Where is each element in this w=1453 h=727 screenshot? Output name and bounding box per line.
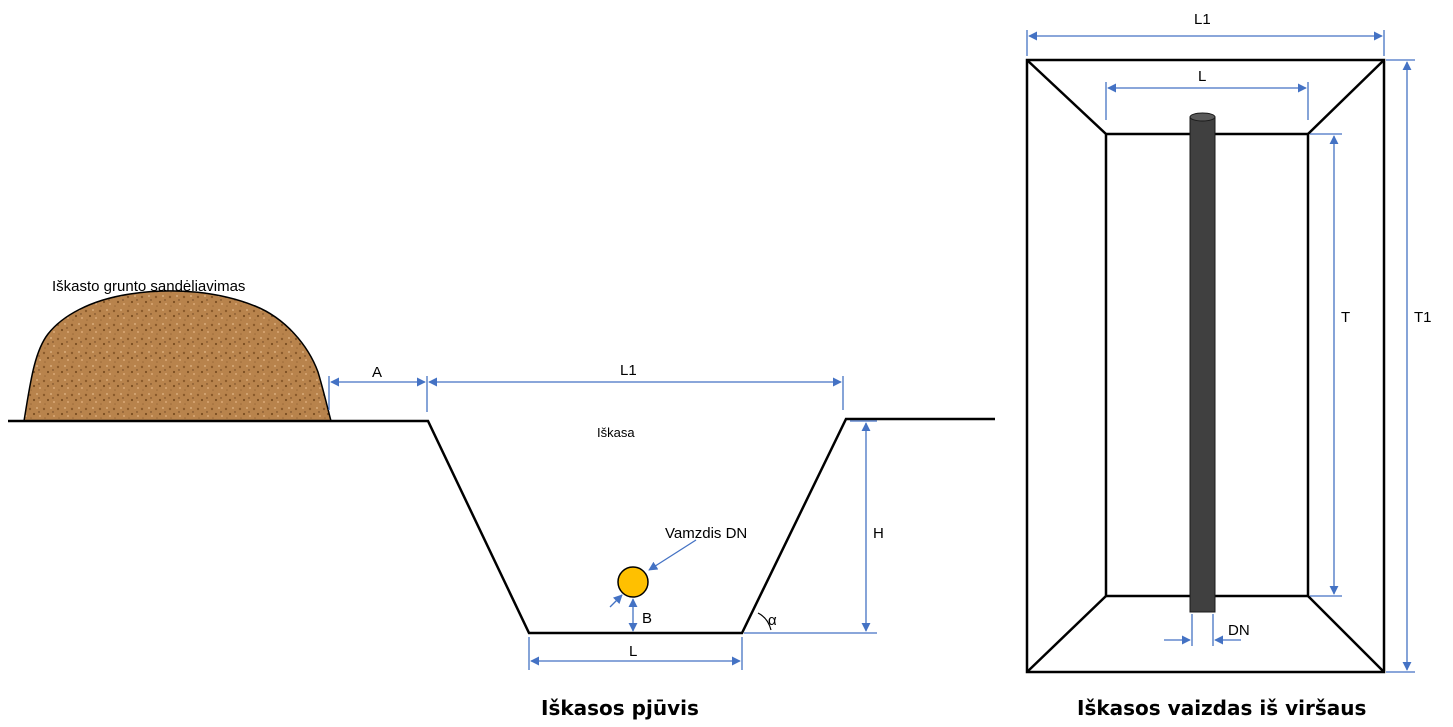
pipe-end-cap: [1189, 112, 1216, 122]
slope-line-top-left: [1026, 59, 1107, 135]
pipe-top-view: [1189, 116, 1216, 613]
angle-label: α: [768, 612, 777, 629]
dim-h-label: H: [873, 525, 884, 542]
top-dim-l-label: L: [1198, 68, 1206, 85]
top-dim-dn-label: DN: [1228, 622, 1250, 639]
excavation-label: Iškasa: [597, 425, 635, 440]
angle-arc: [757, 612, 772, 631]
pipe-diameter-arrow: [609, 594, 623, 608]
soil-pile: [23, 290, 332, 422]
dim-l1-label: L1: [620, 362, 637, 379]
section-view: Iškasto grunto sandėliavimas A L1 Iškasa…: [8, 278, 995, 720]
top-view-title: Iškasos vaizdas iš viršaus: [1077, 696, 1366, 720]
dim-a-label: A: [372, 364, 382, 381]
pipe-section: [617, 566, 649, 598]
slope-line-top-right: [1307, 59, 1385, 135]
top-dim-l1-label: L1: [1194, 11, 1211, 28]
pipe-label: Vamzdis DN: [665, 525, 747, 542]
soil-storage-label: Iškasto grunto sandėliavimas: [52, 278, 245, 295]
top-dim-t1-label: T1: [1414, 309, 1432, 326]
slope-line-bottom-left: [1026, 595, 1107, 673]
pipe-leader: [648, 539, 697, 571]
dim-b-label: B: [642, 610, 652, 627]
top-dim-t-label: T: [1341, 309, 1350, 326]
top-view: L1 L T T1 DN Iškasos vaizdas iš viršaus: [1025, 11, 1432, 720]
section-view-title: Iškasos pjūvis: [541, 696, 699, 720]
slope-line-bottom-right: [1307, 595, 1385, 673]
ground-and-trench-profile: [8, 417, 995, 635]
dim-l-label: L: [629, 643, 637, 660]
